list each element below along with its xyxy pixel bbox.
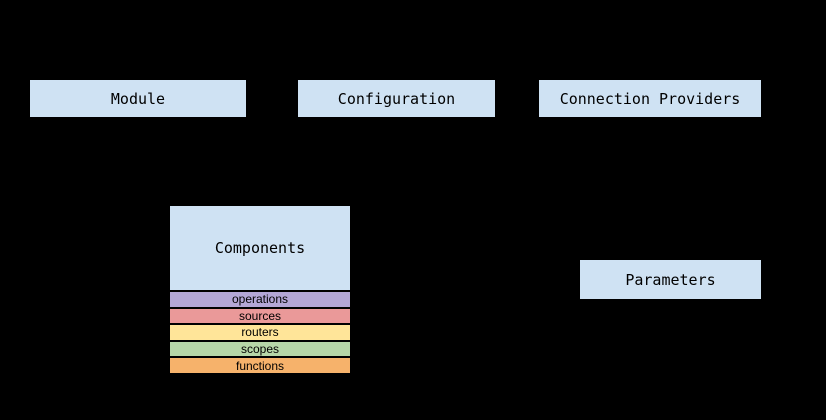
node-parameters: Parameters	[579, 259, 762, 300]
node-parameters-label: Parameters	[625, 270, 716, 289]
section-bar-sources-label: sources	[238, 308, 282, 323]
section-bar-functions: functions	[169, 357, 351, 374]
node-configuration: Configuration	[297, 79, 496, 118]
node-components: Components	[169, 205, 351, 291]
section-bar-operations-label: operations	[231, 292, 289, 307]
components-sections: operations sources routers scopes functi…	[169, 291, 351, 374]
node-module-label: Module	[110, 89, 166, 108]
section-bar-scopes-label: scopes	[240, 342, 280, 357]
node-configuration-label: Configuration	[337, 89, 456, 108]
node-module: Module	[29, 79, 247, 118]
section-bar-routers-label: routers	[241, 325, 279, 340]
section-bar-scopes: scopes	[169, 340, 351, 358]
section-bar-routers: routers	[169, 324, 351, 341]
node-connection-providers: Connection Providers	[538, 79, 762, 118]
section-bar-sources: sources	[169, 307, 351, 325]
node-connection-providers-label: Connection Providers	[559, 89, 741, 108]
section-bar-functions-label: functions	[235, 358, 285, 373]
section-bar-operations: operations	[169, 291, 351, 308]
node-components-label: Components	[214, 239, 306, 257]
